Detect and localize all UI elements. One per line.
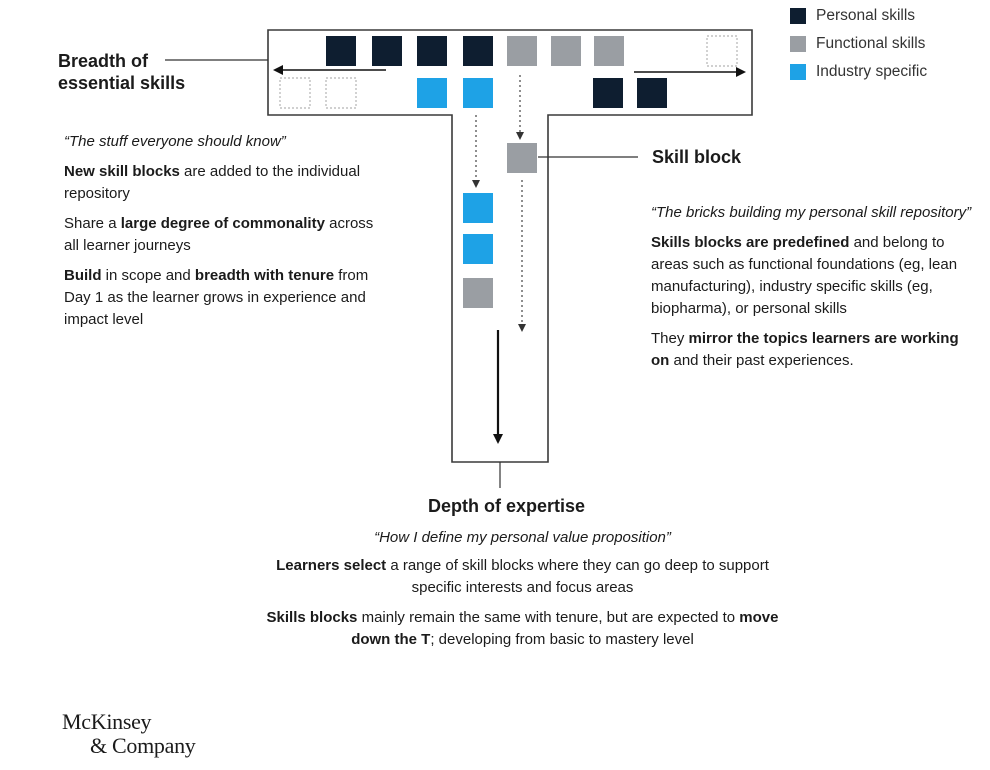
legend-label: Functional skills [816,35,926,52]
bold-text: large degree of commonality [120,215,325,232]
logo-line-2: & Company [90,733,196,758]
paragraph: Share a large degree of commonality acro… [64,213,384,257]
bold-text: breadth with tenure [194,267,335,284]
skill-block-personal [637,78,667,108]
bold-text: mirror the topics learners are working o… [651,330,959,369]
skill-block-personal [463,36,493,66]
legend-swatch [790,8,806,24]
t-outline [267,29,753,463]
bold-text: move down the T [351,609,779,648]
skill-block-label: Skill block [652,147,742,167]
bold-text: New skill blocks [64,163,180,180]
legend-label: Personal skills [816,7,916,24]
skill-block-functional [551,36,581,66]
bold-text: Skills blocks are predefined [651,234,850,251]
text-segment: in scope and [101,267,195,284]
skill-block-personal [417,36,447,66]
skill-block-empty [279,77,311,109]
breadth-label-line-1: Breadth of [58,51,148,71]
bold-text: Learners select [276,557,387,574]
skill-blocks [279,35,738,308]
text-segment: across all learner journeys [64,215,374,254]
skill-block-functional [507,36,537,66]
breadth-label-line-2: essential skills [58,73,186,93]
skill-block-functional [594,36,624,66]
paragraph: Skills blocks mainly remain the same wit… [250,607,795,651]
paragraph: New skill blocks are added to the indivi… [64,161,384,205]
paragraph: Build in scope and breadth with tenure f… [64,265,384,331]
depth-label: Depth of expertise [428,496,586,516]
skill-block-industry [463,193,493,223]
legend-item: Industry specific [790,61,927,83]
text-segment: mainly remain the same with tenure, but … [357,609,740,626]
paragraph: They mirror the topics learners are work… [651,328,976,372]
text-segment: and belong to areas such as functional f… [651,234,958,317]
text-segment: from Day 1 as the learner grows in exper… [64,267,369,328]
right-quote: “The bricks building my personal skill r… [651,204,972,221]
left-quote: “The stuff everyone should know” [64,133,286,150]
skill-block-personal [372,36,402,66]
text-segment: They [651,330,689,347]
skill-block-personal [326,36,356,66]
paragraph: Skills blocks are predefined and belong … [651,232,976,320]
breadth-label: Breadth of essential skills [58,50,218,94]
paragraph: Learners select a range of skill blocks … [250,555,795,599]
skill-block-personal [593,78,623,108]
legend-item: Personal skills [790,5,927,27]
skill-block-functional [463,278,493,308]
legend-item: Functional skills [790,33,927,55]
skill-block-empty [325,77,357,109]
right-text-block: “The bricks building my personal skill r… [651,202,976,380]
bottom-quote: “How I define my personal value proposit… [374,529,671,546]
legend-swatch [790,36,806,52]
text-segment: and their past experiences. [669,352,854,369]
text-segment: a range of skill blocks where they can g… [386,557,769,596]
text-segment: ; developing from basic to mastery level [430,631,694,648]
legend-label: Industry specific [816,63,928,80]
bottom-text-block: “How I define my personal value proposit… [250,527,795,659]
text-segment: are added to the individual repository [64,163,361,202]
bold-text: Build [64,267,102,284]
skill-block-industry [417,78,447,108]
skill-block-industry [463,234,493,264]
left-text-block: “The stuff everyone should know” New ski… [64,131,384,339]
logo-line-1: McKinsey [62,709,152,734]
mckinsey-logo: McKinsey & Company [62,709,196,758]
text-segment: Share a [64,215,121,232]
skill-block-empty [706,35,738,67]
bold-text: Skills blocks [266,609,358,626]
legend-swatch [790,64,806,80]
skill-block-functional [507,143,537,173]
skill-block-industry [463,78,493,108]
